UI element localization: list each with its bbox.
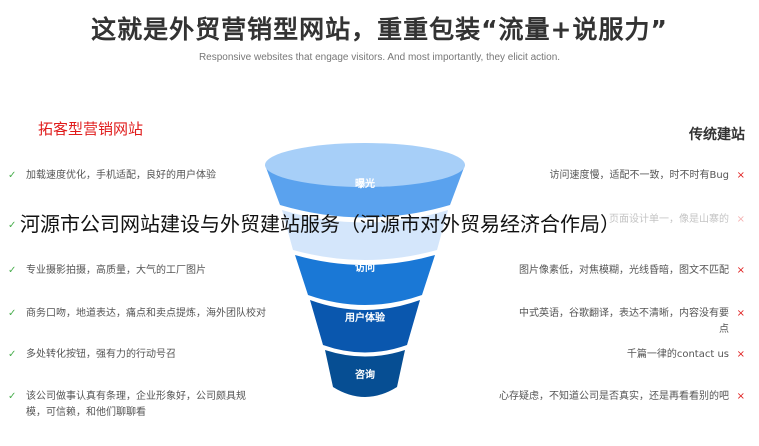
left-item: ✓ 多处转化按钮，强有力的行动号召	[8, 347, 278, 363]
left-item: ✓	[8, 218, 278, 234]
right-item-text: 页面设计单一，像是山寨的	[609, 214, 729, 225]
left-item-text: 多处转化按钮，强有力的行动号召	[26, 349, 176, 360]
cross-icon: ×	[736, 170, 745, 181]
cross-icon: ×	[736, 308, 745, 319]
funnel-layer-1b	[282, 210, 448, 260]
check-icon: ✓	[8, 170, 17, 181]
cross-icon: ×	[736, 349, 745, 360]
right-item: 页面设计单一，像是山寨的 ×	[595, 212, 745, 228]
left-item: ✓ 加载速度优化，手机适配，良好的用户体验	[8, 168, 278, 184]
funnel-layer-4	[325, 350, 405, 397]
check-icon: ✓	[8, 265, 17, 276]
right-item-text: 访问速度慢，适配不一致，时不时有Bug	[549, 170, 729, 181]
funnel-top	[265, 143, 465, 187]
funnel-label-exposure: 曝光	[355, 177, 375, 190]
funnel-label-ux: 用户体验	[344, 311, 386, 324]
funnel-layer-3	[310, 300, 420, 353]
right-item-text: 千篇一律的contact us	[626, 349, 729, 360]
right-item: 心存疑虑，不知道公司是否真实，还是再看看别的吧 ×	[485, 389, 745, 405]
check-icon: ✓	[8, 391, 17, 402]
left-item: ✓ 该公司做事认真有条理，企业形象好，公司颇具规模，可信赖，和他们聊聊看	[8, 389, 248, 421]
overlay-title: 河源市公司网站建设与外贸建站服务（河源市对外贸易经济合作局）	[20, 212, 620, 236]
left-item-text: 加载速度优化，手机适配，良好的用户体验	[26, 170, 216, 181]
cross-icon: ×	[736, 265, 745, 276]
page-title: 这就是外贸营销型网站，重重包装“流量+说服力”	[91, 15, 668, 44]
funnel-layer-2	[295, 255, 435, 305]
right-item: 访问速度慢，适配不一致，时不时有Bug ×	[515, 168, 745, 184]
left-heading: 拓客型营销网站	[38, 120, 144, 138]
left-item-text: 该公司做事认真有条理，企业形象好，公司颇具规模，可信赖，和他们聊聊看	[26, 391, 246, 418]
funnel-label-inquiry: 咨询	[355, 368, 375, 381]
right-item: 图片像素低，对焦模糊，光线昏暗，图文不匹配 ×	[515, 263, 745, 279]
right-item: 中式英语，谷歌翻译，表达不清晰，内容没有要点 ×	[515, 306, 745, 338]
cross-icon: ×	[736, 391, 745, 402]
left-item-text: 商务口吻，地道表达，痛点和卖点提炼，海外团队校对	[26, 308, 266, 319]
cross-icon: ×	[736, 214, 745, 225]
right-item-text: 图片像素低，对焦模糊，光线昏暗，图文不匹配	[519, 265, 729, 276]
funnel-label-visit: 访问	[355, 261, 375, 274]
right-item: 千篇一律的contact us ×	[515, 347, 745, 363]
check-icon: ✓	[8, 349, 17, 360]
page-subtitle: Responsive websites that engage visitors…	[198, 52, 561, 63]
right-heading: 传统建站	[689, 127, 745, 143]
right-item-text: 心存疑虑，不知道公司是否真实，还是再看看别的吧	[499, 391, 729, 402]
check-icon: ✓	[8, 220, 17, 231]
left-item: ✓ 专业摄影拍摄，高质量，大气的工厂图片	[8, 263, 278, 279]
left-item-text: 专业摄影拍摄，高质量，大气的工厂图片	[26, 265, 206, 276]
right-item-text: 中式英语，谷歌翻译，表达不清晰，内容没有要点	[519, 308, 729, 335]
check-icon: ✓	[8, 308, 17, 319]
left-item: ✓ 商务口吻，地道表达，痛点和卖点提炼，海外团队校对	[8, 306, 278, 322]
funnel-diagram: 曝光 访问 用户体验 咨询	[265, 143, 465, 397]
